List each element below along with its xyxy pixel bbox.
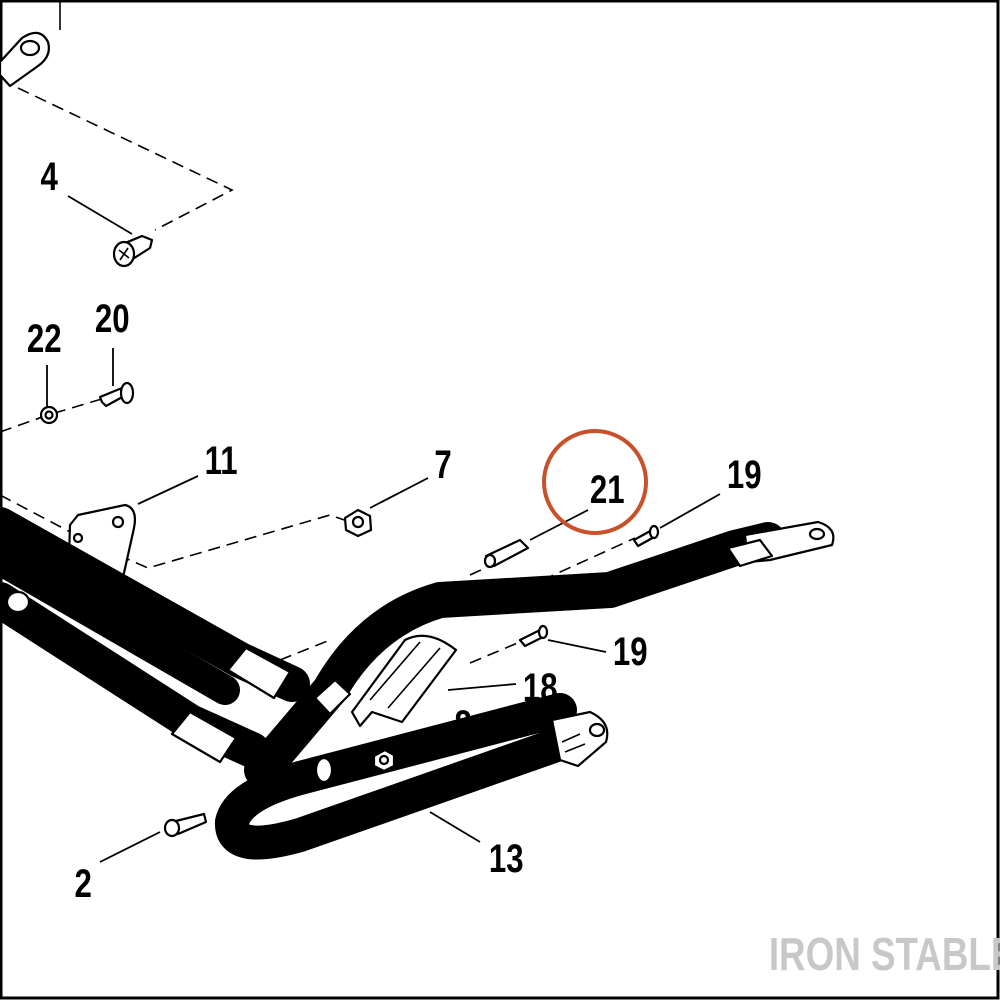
callout-4: 4 (40, 154, 57, 199)
pin-part-21 (483, 538, 530, 569)
top-bracket (0, 0, 61, 88)
bolt-part-20 (98, 381, 135, 408)
frame-tubes (0, 507, 310, 768)
bolt-part-2 (163, 812, 208, 838)
leader-lines (46, 195, 721, 863)
callout-11: 11 (205, 438, 238, 483)
upper-arch-tube (244, 520, 835, 788)
callout-22: 22 (27, 316, 62, 361)
watermark: IRON STABLE (769, 928, 1000, 980)
screw-part-4 (112, 234, 154, 268)
nut-part-8 (372, 748, 396, 773)
highlight-circle (542, 429, 648, 535)
callout-19-upper: 19 (727, 452, 762, 497)
callout-2: 2 (74, 861, 91, 906)
callout-13: 13 (489, 836, 524, 881)
guard-plate-part-18 (350, 634, 458, 728)
callout-8: 8 (454, 702, 471, 747)
nut-part-7 (343, 508, 373, 538)
screw-part-19-lower (518, 624, 549, 648)
callout-19-lower: 19 (613, 629, 648, 674)
callout-20: 20 (95, 296, 130, 341)
screw-part-19-upper (632, 524, 660, 548)
callout-21: 21 (590, 467, 625, 512)
lower-u-tube-part-13 (215, 693, 609, 860)
callout-7: 7 (434, 442, 451, 487)
callout-labels: 4 20 22 11 7 21 19 19 18 8 13 2 (27, 154, 762, 906)
callout-18: 18 (523, 665, 558, 710)
washer-part-22 (39, 405, 59, 425)
